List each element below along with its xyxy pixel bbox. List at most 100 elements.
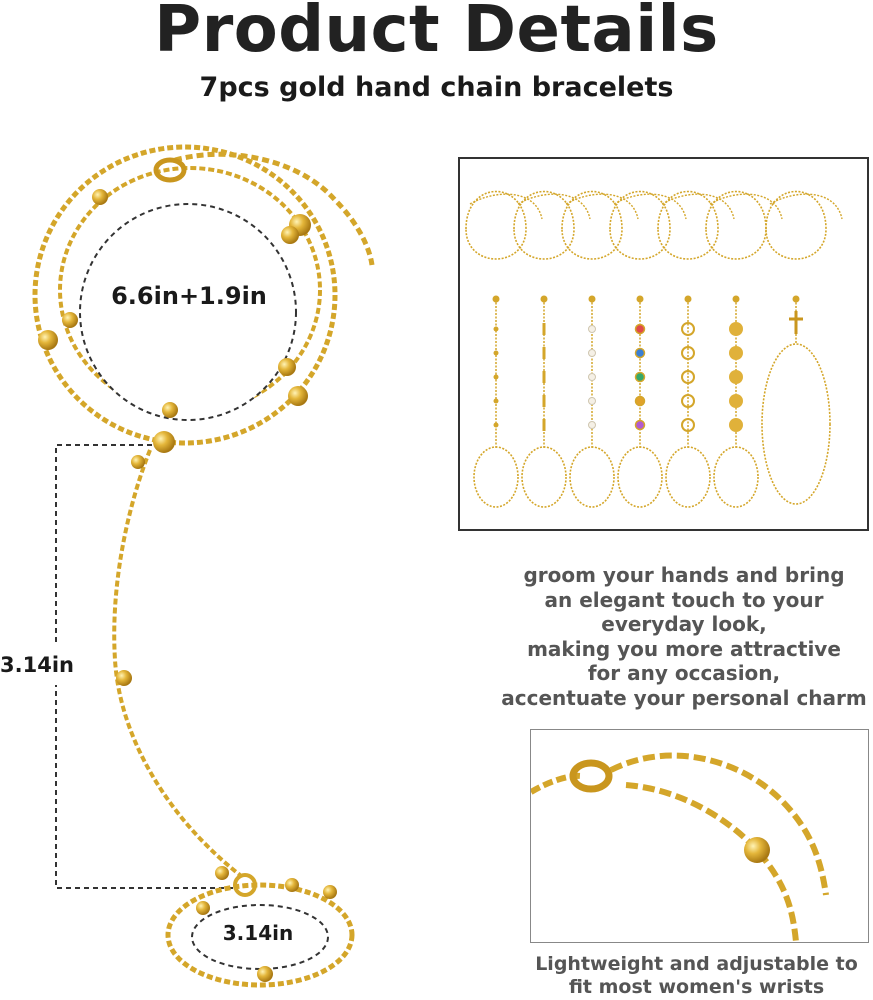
- variant-bead: [540, 295, 548, 303]
- variant-bar: [542, 371, 546, 383]
- variant-bead: [493, 374, 499, 380]
- variant-bracelet-chain: [513, 190, 575, 260]
- description-line: accentuate your personal charm: [501, 685, 867, 710]
- variant-extender-chain: [709, 193, 783, 220]
- bead: [257, 966, 273, 982]
- variant-ring-loop: [521, 446, 567, 508]
- variant-bead: [492, 295, 500, 303]
- wrist-size-label: 6.6in+1.9in: [111, 282, 267, 310]
- variant-bracelet-chain: [765, 190, 827, 260]
- bead: [285, 878, 299, 892]
- variant-bead: [493, 422, 499, 428]
- bead: [162, 402, 178, 418]
- variant-flower: [634, 371, 646, 383]
- bead: [131, 455, 145, 469]
- caption-line: Lightweight and adjustable to: [535, 953, 858, 975]
- closeup-clasp: [569, 759, 613, 793]
- variant-ring-loop: [473, 446, 519, 508]
- page-title: Product Details: [154, 0, 719, 67]
- variant-bar: [542, 419, 546, 431]
- variant-ring-loop: [713, 446, 759, 508]
- bead: [278, 358, 296, 376]
- variant-link-ring: [681, 370, 695, 384]
- bead: [153, 431, 175, 453]
- wrist-measure-circle: [79, 203, 297, 421]
- description-line: groom your hands and bring: [523, 563, 845, 587]
- ring-measure-ellipse: [191, 904, 329, 970]
- variant-pearl: [588, 373, 596, 381]
- bead: [281, 226, 299, 244]
- variant-flower: [634, 419, 646, 431]
- description-line: making you more attractive: [527, 636, 841, 661]
- description-line: an elegant touch to your: [544, 587, 824, 612]
- closeup-chain: [531, 772, 582, 795]
- variant-bar: [542, 323, 546, 335]
- page-subtitle: 7pcs gold hand chain bracelets: [199, 72, 674, 103]
- variant-bracelet-chain: [705, 190, 767, 260]
- variant-bead: [636, 295, 644, 303]
- variant-link-ring: [681, 418, 695, 432]
- variant-ring-loop: [665, 446, 711, 508]
- product-description: groom your hands and bring an elegant to…: [495, 563, 873, 711]
- variant-link-ring: [681, 322, 695, 336]
- variant-bead: [732, 295, 740, 303]
- variant-sequin: [729, 394, 743, 408]
- variant-link-ring: [681, 346, 695, 360]
- bead: [38, 330, 58, 350]
- closeup-bracelet-chain: [625, 782, 799, 942]
- variant-flower: [634, 323, 646, 335]
- bead: [215, 866, 229, 880]
- caption-line: fit most women's wrists: [568, 976, 825, 998]
- variant-flower: [634, 395, 646, 407]
- variant-pearl: [588, 349, 596, 357]
- bracelet-inner-chain: [58, 166, 322, 414]
- variant-bead: [792, 295, 800, 303]
- bracelet-outer-chain: [32, 144, 338, 446]
- variant-bead: [493, 326, 499, 332]
- variant-pearl: [588, 397, 596, 405]
- closeup-extender: [609, 752, 829, 896]
- variant-bracelet-chain: [657, 190, 719, 260]
- variant-sequin: [729, 322, 743, 336]
- bead: [288, 386, 308, 406]
- variant-bracelet-chain: [561, 190, 623, 260]
- variant-link-ring: [681, 394, 695, 408]
- extender-chain: [174, 151, 375, 266]
- variant-pearl: [588, 325, 596, 333]
- variant-sequin: [729, 346, 743, 360]
- variant-bracelet-chain: [465, 190, 527, 260]
- variant-bead: [493, 350, 499, 356]
- variant-ring-loop: [761, 343, 831, 505]
- bead: [323, 885, 337, 899]
- variant-pearl: [588, 421, 596, 429]
- variant-bracelet-chain: [609, 190, 671, 260]
- bead: [62, 312, 78, 328]
- clasp-detail-caption: Lightweight and adjustable to fit most w…: [520, 953, 873, 999]
- variant-ring-loop: [617, 446, 663, 508]
- closeup-bead: [744, 837, 770, 863]
- finger-ring-chain: [165, 882, 355, 988]
- clasp-closeup-illustration: [531, 752, 829, 942]
- variant-sequin: [729, 418, 743, 432]
- description-line: everyday look,: [601, 612, 767, 637]
- variant-flower: [634, 347, 646, 359]
- hand-chain-bracelet-illustration: [0, 144, 375, 988]
- variant-bead: [588, 295, 596, 303]
- bead: [116, 670, 132, 686]
- variant-bead: [684, 295, 692, 303]
- variant-sequin: [729, 370, 743, 384]
- variant-bar: [542, 395, 546, 407]
- variants-panel: [458, 157, 869, 531]
- ring-size-label: 3.14in: [222, 921, 294, 945]
- seven-variants-illustration: [465, 190, 843, 508]
- lobster-clasp: [153, 157, 187, 183]
- bead: [196, 901, 210, 915]
- clasp-detail-panel: [530, 729, 869, 943]
- finger-chain-length-label: 3.14in: [0, 653, 74, 677]
- variant-bead: [493, 398, 499, 404]
- finger-chain: [112, 449, 242, 877]
- variant-ring-loop: [569, 446, 615, 508]
- bead: [92, 189, 108, 205]
- variant-bar: [542, 347, 546, 359]
- description-line: for any occasion,: [587, 661, 781, 686]
